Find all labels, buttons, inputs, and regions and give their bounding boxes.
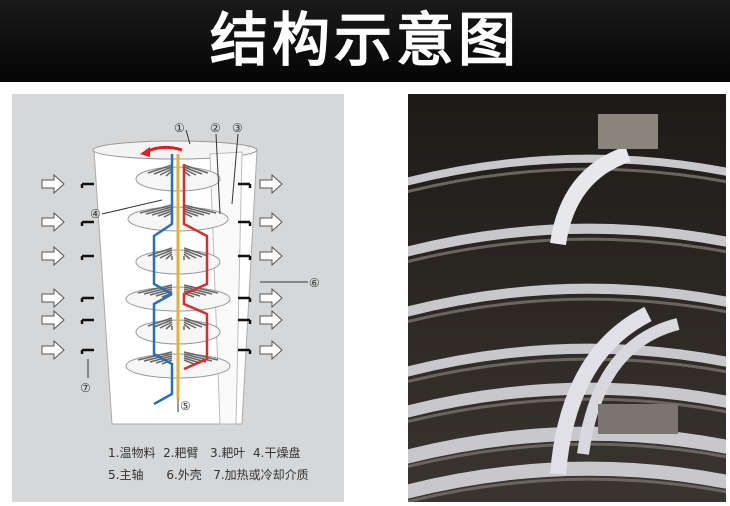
legend-line-2: 5.主轴 6.外壳 7.加热或冷却介质 bbox=[108, 468, 309, 482]
rake-arm bbox=[165, 323, 173, 330]
nozzle bbox=[80, 220, 94, 226]
rake-arm bbox=[137, 284, 173, 294]
rake-arm bbox=[183, 168, 197, 176]
callout-2: ② bbox=[210, 121, 221, 135]
flow-arrow bbox=[41, 245, 65, 267]
legend-line-1: 1.温物料 2.耙臂 3.耙叶 4.干燥盘 bbox=[108, 446, 301, 460]
photo-tray-ring bbox=[408, 382, 726, 418]
rake-arm bbox=[183, 249, 203, 258]
nozzle bbox=[80, 348, 94, 354]
rake-arm bbox=[183, 247, 209, 257]
rake-arm bbox=[149, 288, 173, 296]
rake-arm bbox=[159, 251, 173, 259]
nozzle bbox=[238, 182, 252, 188]
nozzle bbox=[80, 296, 94, 302]
rake-arm bbox=[157, 210, 173, 217]
rake-arm bbox=[183, 208, 205, 216]
nozzle bbox=[238, 254, 252, 260]
rake-arm bbox=[147, 164, 173, 174]
rake-arm bbox=[183, 323, 191, 330]
title-banner: 结构示意图 bbox=[0, 0, 730, 82]
rake-arm bbox=[145, 206, 173, 215]
flow-arrow bbox=[41, 309, 65, 331]
photo-rendering bbox=[408, 94, 726, 502]
rake-arm bbox=[183, 319, 203, 328]
rake-arm bbox=[153, 166, 173, 175]
callout-6: ⑥ bbox=[309, 276, 320, 290]
nozzle bbox=[238, 318, 252, 324]
rake-arm bbox=[183, 251, 197, 259]
callout-5: ⑤ bbox=[180, 399, 191, 413]
flow-arrow bbox=[41, 173, 65, 195]
rake-arm bbox=[163, 212, 173, 218]
flow-arrow bbox=[41, 339, 65, 361]
rake-arm bbox=[153, 319, 173, 328]
rake-arm bbox=[183, 204, 217, 214]
callout-1: ① bbox=[174, 121, 185, 135]
rake-arm bbox=[183, 288, 207, 296]
flow-arrow bbox=[259, 211, 283, 233]
callout-4: ④ bbox=[90, 207, 101, 221]
rake-arm bbox=[183, 317, 209, 327]
rake-arm bbox=[159, 168, 173, 176]
rake-arm bbox=[137, 351, 173, 361]
flow-arrow bbox=[259, 173, 283, 195]
photo-tray-ring bbox=[408, 283, 726, 317]
rake-arm bbox=[165, 253, 173, 260]
rake-arm bbox=[183, 321, 197, 329]
rake-arm bbox=[183, 210, 199, 217]
rake-arm bbox=[147, 317, 173, 327]
flow-arrow bbox=[41, 211, 65, 233]
rake-arm bbox=[147, 247, 173, 257]
flow-arrow bbox=[259, 287, 283, 309]
photo-tray-ring bbox=[408, 461, 726, 499]
nozzle bbox=[80, 318, 94, 324]
photo-tray-ring bbox=[408, 154, 726, 186]
flow-arrow bbox=[259, 339, 283, 361]
rake-arm bbox=[143, 286, 173, 295]
page-title: 结构示意图 bbox=[209, 6, 520, 74]
nozzle bbox=[80, 182, 94, 188]
rake-arm bbox=[159, 321, 173, 329]
rake-arm bbox=[153, 249, 173, 258]
photo-tray-ring bbox=[408, 343, 726, 377]
rake-arm bbox=[183, 359, 195, 365]
callout-7: ⑦ bbox=[80, 381, 91, 395]
nozzle bbox=[238, 220, 252, 226]
structure-diagram: ① ② ③ ④ ⑤ ⑥ ⑦ 1.温物料 2.耙臂 3.耙叶 4.干燥盘 5.主轴… bbox=[12, 94, 344, 502]
flow-arrow bbox=[259, 309, 283, 331]
rake-arm bbox=[183, 284, 219, 294]
dryer-interior-photo bbox=[408, 94, 726, 502]
flow-arrow bbox=[259, 245, 283, 267]
drying-trays bbox=[125, 164, 231, 379]
nozzle bbox=[238, 348, 252, 354]
rake-arm bbox=[183, 212, 193, 218]
dryer-schematic: ① ② ③ ④ ⑤ ⑥ ⑦ bbox=[41, 121, 320, 425]
rake-arm bbox=[183, 286, 213, 295]
flow-arrow bbox=[41, 287, 65, 309]
rake-arm bbox=[139, 204, 173, 214]
medium-flow-arrows bbox=[41, 173, 283, 361]
nozzle bbox=[80, 254, 94, 260]
nozzle bbox=[238, 296, 252, 302]
rake-arm bbox=[183, 166, 203, 175]
rake-arm bbox=[183, 253, 191, 260]
rake-arm bbox=[151, 208, 173, 216]
rake-arm bbox=[183, 351, 219, 361]
rake-arm bbox=[183, 206, 211, 215]
rake-arm bbox=[183, 164, 209, 174]
callout-3: ③ bbox=[232, 121, 243, 135]
